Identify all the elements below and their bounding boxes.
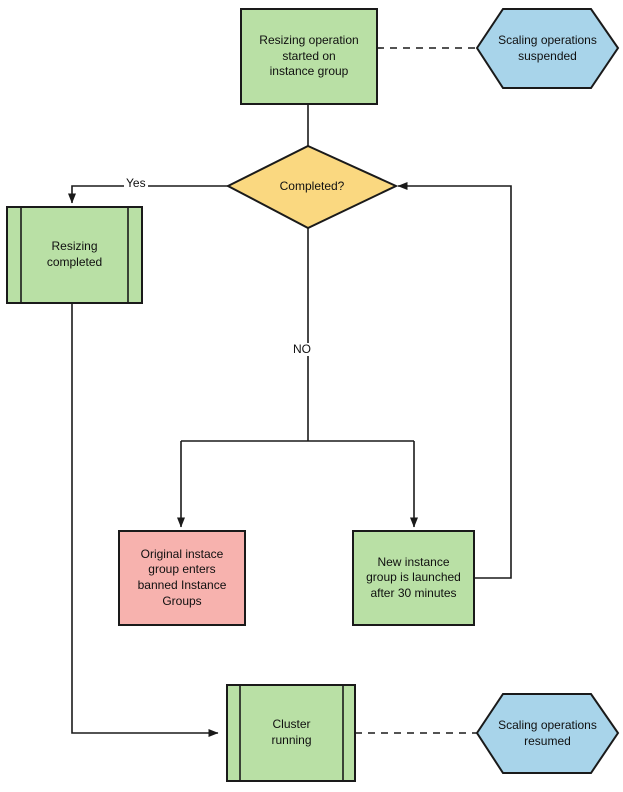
- node-resizing-started[interactable]: [240, 8, 378, 105]
- edge-new-group-feedback-to-decision: [397, 182, 512, 579]
- node-new-group-launched[interactable]: [352, 530, 475, 626]
- edge-decision-to-resizing-completed: [68, 185, 228, 204]
- node-scaling-resumed[interactable]: [475, 693, 620, 774]
- edge-label-no: NO: [291, 342, 313, 357]
- edge-resizing-completed-to-cluster: [71, 303, 219, 737]
- node-original-group-banned[interactable]: [118, 530, 246, 626]
- edge-label-yes: Yes: [124, 176, 148, 191]
- node-resizing-completed[interactable]: [6, 206, 143, 304]
- node-cluster-running[interactable]: [226, 684, 356, 782]
- node-scaling-suspended[interactable]: [475, 8, 620, 89]
- edges-layer: [68, 47, 512, 737]
- nodes-layer: [6, 8, 620, 782]
- node-completed-decision[interactable]: [225, 144, 399, 230]
